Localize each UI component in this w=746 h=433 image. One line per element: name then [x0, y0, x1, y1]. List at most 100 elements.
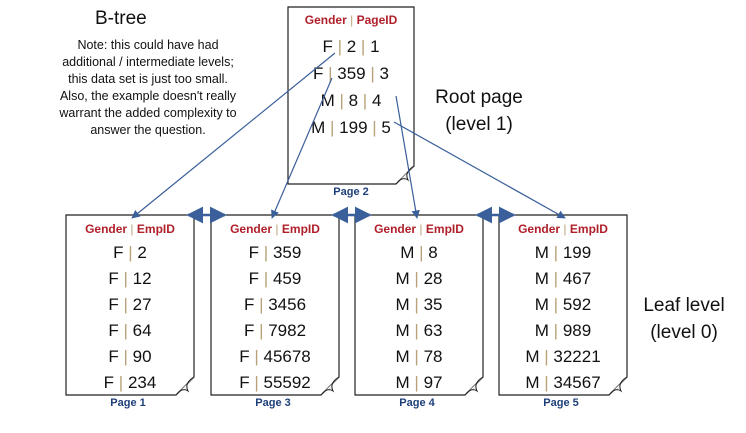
row-value: 97	[424, 373, 443, 392]
row-value: M	[525, 373, 539, 392]
page-row: F | 12	[108, 269, 151, 288]
row-separator: |	[540, 373, 554, 392]
row-separator: |	[368, 118, 382, 137]
header-col: Gender	[374, 222, 416, 236]
page-header: Gender | PageID	[305, 13, 398, 27]
row-separator: |	[410, 347, 424, 366]
row-value: 3456	[268, 295, 306, 314]
header-col: EmpID	[137, 222, 175, 236]
root-label-line: Root page	[435, 87, 523, 108]
row-value: F	[313, 64, 323, 83]
row-separator: |	[124, 243, 138, 262]
header-col: EmpID	[570, 222, 608, 236]
row-value: M	[396, 321, 410, 340]
page-row: M | 8	[400, 243, 438, 262]
leaf-label-line: Leaf level	[643, 295, 725, 316]
row-value: M	[396, 347, 410, 366]
row-separator: |	[119, 295, 133, 314]
note-line: warrant the added complexity to	[59, 106, 237, 120]
row-value: M	[311, 118, 325, 137]
page-row: M | 97	[396, 373, 443, 392]
row-separator: |	[254, 295, 268, 314]
pointer-arrow	[393, 121, 566, 219]
page-row: F | 90	[108, 347, 151, 366]
page-row: M | 592	[535, 295, 591, 314]
row-value: 467	[563, 269, 591, 288]
row-separator: |	[259, 243, 273, 262]
note-text: Note: this could have had additional / i…	[32, 37, 264, 139]
page-row: M | 32221	[525, 347, 600, 366]
header-separator: |	[272, 222, 282, 236]
row-separator: |	[333, 37, 347, 56]
row-separator: |	[250, 347, 264, 366]
page-row: M | 78	[396, 347, 443, 366]
row-separator: |	[549, 243, 563, 262]
row-separator: |	[323, 64, 337, 83]
row-separator: |	[366, 64, 380, 83]
leaf-label-line: (level 0)	[650, 322, 718, 343]
row-separator: |	[410, 321, 424, 340]
row-separator: |	[119, 321, 133, 340]
page-caption-leaf: Page 4	[399, 397, 435, 409]
row-value: 199	[339, 118, 367, 137]
row-value: M	[535, 269, 549, 288]
page-row: F | 3456	[244, 295, 306, 314]
row-value: M	[396, 373, 410, 392]
page-header: Gender | EmpID	[85, 222, 175, 236]
page-row: F | 359	[249, 243, 302, 262]
page-row: F | 234	[104, 373, 157, 392]
row-value: F	[249, 269, 259, 288]
page-row: M | 199	[535, 243, 591, 262]
page-caption-leaf: Page 3	[255, 397, 291, 409]
row-value: 45678	[263, 347, 310, 366]
row-value: 27	[133, 295, 152, 314]
row-value: F	[108, 321, 118, 340]
page-row: M | 34567	[525, 373, 600, 392]
row-value: 55592	[263, 373, 310, 392]
leaf-level-label: Leaf level (level 0)	[634, 292, 734, 346]
row-value: F	[239, 347, 249, 366]
row-value: 8	[349, 91, 358, 110]
row-value: 8	[428, 243, 437, 262]
page-curl	[395, 165, 415, 185]
note-line: Also, the example doesn't really	[59, 89, 237, 103]
header-separator: |	[560, 222, 570, 236]
pointer-arrow	[271, 77, 333, 219]
page-curl	[464, 376, 484, 396]
page-header: Gender | EmpID	[518, 222, 608, 236]
row-value: 2	[347, 37, 356, 56]
page-row: F | 7982	[244, 321, 306, 340]
row-value: 1	[370, 37, 379, 56]
leaf-page: Gender | EmpID F | 2 F | 12 F | 27 F | 64 F |…	[65, 214, 195, 396]
page-caption-leaf: Page 1	[110, 397, 146, 409]
row-separator: |	[540, 347, 554, 366]
pointer-arrow	[131, 52, 336, 219]
row-separator: |	[114, 373, 128, 392]
page-row: M | 28	[396, 269, 443, 288]
row-value: 2	[137, 243, 146, 262]
row-value: 32221	[553, 347, 600, 366]
row-value: M	[400, 243, 414, 262]
diagram-title: B-tree	[95, 8, 147, 29]
header-col: Gender	[518, 222, 560, 236]
note-line: this data set is just too small.	[68, 72, 228, 86]
row-value: F	[113, 243, 123, 262]
row-value: F	[249, 243, 259, 262]
row-value: 989	[563, 321, 591, 340]
header-col: Gender	[305, 13, 347, 27]
page-row: F | 459	[249, 269, 302, 288]
row-value: 359	[337, 64, 365, 83]
page-curl	[320, 376, 340, 396]
page-caption-root: Page 2	[333, 186, 369, 198]
row-separator: |	[356, 37, 370, 56]
page-row: F | 64	[108, 321, 151, 340]
page-row: F | 45678	[239, 347, 311, 366]
note-line: Note: this could have had	[77, 38, 219, 52]
row-separator: |	[325, 118, 339, 137]
row-separator: |	[254, 321, 268, 340]
page-header: Gender | EmpID	[374, 222, 464, 236]
row-value: M	[525, 347, 539, 366]
row-value: 12	[133, 269, 152, 288]
row-value: 199	[563, 243, 591, 262]
